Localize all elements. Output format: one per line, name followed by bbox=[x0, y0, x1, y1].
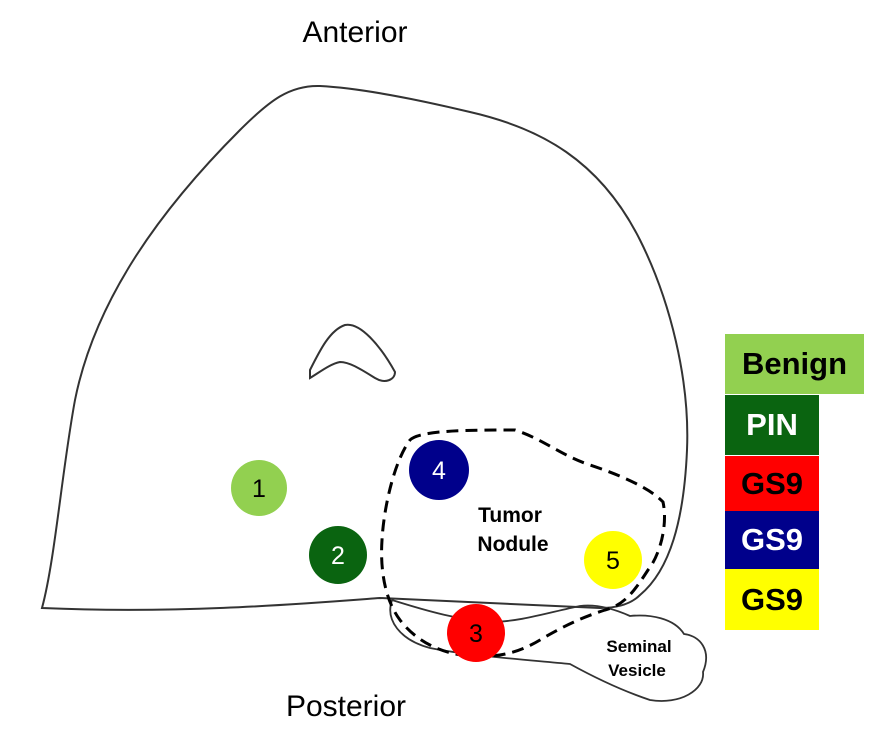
marker-1: 1 bbox=[231, 460, 287, 516]
legend-gs9-yellow: GS9 bbox=[725, 569, 819, 630]
marker-1-label: 1 bbox=[252, 475, 266, 503]
marker-2-label: 2 bbox=[331, 542, 345, 570]
marker-3-circle bbox=[447, 604, 505, 662]
marker-2-circle bbox=[309, 526, 367, 584]
marker-5-circle bbox=[584, 531, 642, 589]
tumor-nodule-label-line1: Tumor bbox=[478, 504, 542, 527]
seminal-vesicle-label-line2: Vesicle bbox=[608, 661, 666, 680]
legend-benign: Benign bbox=[725, 334, 864, 394]
anterior-label: Anterior bbox=[302, 16, 407, 49]
posterior-label: Posterior bbox=[286, 690, 406, 723]
marker-4: 4 bbox=[409, 440, 469, 500]
tumor-nodule-outline bbox=[380, 428, 667, 658]
prostate-outline bbox=[40, 84, 689, 611]
marker-5: 5 bbox=[584, 531, 642, 589]
marker-3: 3 bbox=[447, 604, 505, 662]
legend-gs9-red: GS9 bbox=[725, 456, 819, 511]
tumor-nodule-label-line2: Nodule bbox=[477, 533, 548, 556]
legend-pin: PIN bbox=[725, 395, 819, 455]
marker-1-circle bbox=[231, 460, 287, 516]
urethra-outline bbox=[309, 323, 397, 382]
marker-2: 2 bbox=[309, 526, 367, 584]
marker-3-label: 3 bbox=[469, 620, 483, 648]
seminal-vesicle-label-line1: Seminal bbox=[606, 637, 671, 656]
marker-4-circle bbox=[409, 440, 469, 500]
marker-4-label: 4 bbox=[432, 457, 446, 485]
legend-gs9-blue: GS9 bbox=[725, 511, 819, 569]
marker-5-label: 5 bbox=[606, 547, 620, 575]
